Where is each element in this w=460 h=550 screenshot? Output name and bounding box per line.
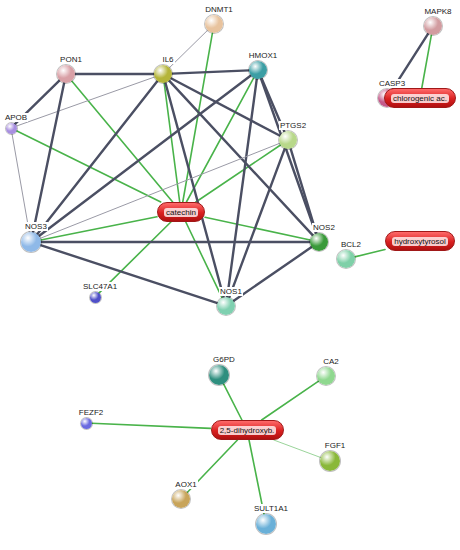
protein-label: SULT1A1 [253, 504, 289, 513]
protein-label: APOB [4, 113, 28, 122]
protein-label: IL6 [161, 55, 174, 64]
protein-label: FEZF2 [78, 408, 104, 417]
interaction-edge [261, 78, 316, 233]
interaction-edge [355, 250, 385, 257]
protein-label: MAPK8 [423, 7, 452, 16]
protein-node: PON1 [57, 65, 75, 83]
interaction-edge [224, 384, 242, 420]
compound-node: 2,5-dihydroxyb. [211, 420, 284, 440]
interaction-edge [169, 30, 207, 67]
interaction-edge [41, 245, 218, 303]
protein-node: IL6 [154, 65, 172, 83]
protein-node: FEZF2 [81, 418, 92, 429]
interaction-edge [291, 149, 317, 234]
protein-node: NOS2 [310, 233, 328, 251]
interaction-edge [233, 247, 311, 301]
protein-label: CASP3 [378, 79, 406, 88]
protein-label: NOS1 [219, 287, 243, 296]
protein-node: APOB [6, 123, 17, 134]
protein-label: NOS2 [312, 223, 336, 232]
protein-label: PTGS2 [279, 121, 307, 130]
interaction-edge [39, 75, 251, 236]
protein-node: HMOX1 [249, 61, 267, 79]
interaction-edge [40, 143, 279, 238]
protein-label: FGF1 [324, 441, 346, 450]
compound-label: chlorogenic ac. [391, 94, 449, 103]
interaction-edge [12, 133, 29, 232]
compound-node: hydroxytyrosol [385, 231, 455, 251]
compound-label: 2,5-dihydroxyb. [218, 426, 277, 435]
protein-label: HMOX1 [248, 51, 278, 60]
protein-node: SULT1A1 [256, 514, 276, 534]
protein-node: CA2 [317, 367, 335, 385]
protein-label: BCL2 [340, 240, 362, 249]
interaction-edge [262, 381, 319, 420]
protein-label: NOS3 [24, 222, 48, 231]
protein-node: SLC47A1 [90, 292, 101, 303]
protein-node: NOS1 [217, 297, 235, 315]
protein-node: AOX1 [172, 490, 190, 508]
interaction-edge [274, 440, 321, 458]
protein-node: BCL2 [337, 250, 355, 268]
compound-node: catechin [157, 202, 205, 222]
protein-label: PON1 [59, 55, 83, 64]
protein-label: SLC47A1 [82, 282, 118, 291]
protein-label: DNMT1 [204, 5, 234, 14]
compound-label: catechin [164, 208, 198, 217]
interaction-edge [183, 33, 213, 202]
protein-node: MAPK8 [424, 17, 442, 35]
interaction-edge [422, 35, 432, 88]
interaction-edge [75, 73, 154, 75]
compound-label: hydroxytyrosol [392, 237, 448, 246]
interaction-edge [165, 83, 223, 298]
interaction-edge [37, 81, 157, 234]
interaction-edge [91, 423, 210, 428]
interaction-edge [41, 241, 310, 243]
protein-node: DNMT1 [205, 15, 223, 33]
interaction-edge [16, 130, 161, 202]
compound-node: chlorogenic ac. [384, 88, 456, 108]
interaction-edge [229, 148, 285, 297]
interaction-edge [33, 83, 64, 232]
protein-node: PTGS2 [279, 131, 297, 149]
protein-label: G6PD [212, 355, 236, 364]
interaction-edge [172, 70, 249, 73]
protein-node: G6PD [209, 365, 229, 385]
protein-label: AOX1 [174, 480, 197, 489]
protein-node: FGF1 [320, 451, 340, 471]
protein-node: NOS3 [21, 232, 41, 252]
interaction-edge [186, 222, 222, 298]
protein-label: CA2 [322, 357, 340, 366]
